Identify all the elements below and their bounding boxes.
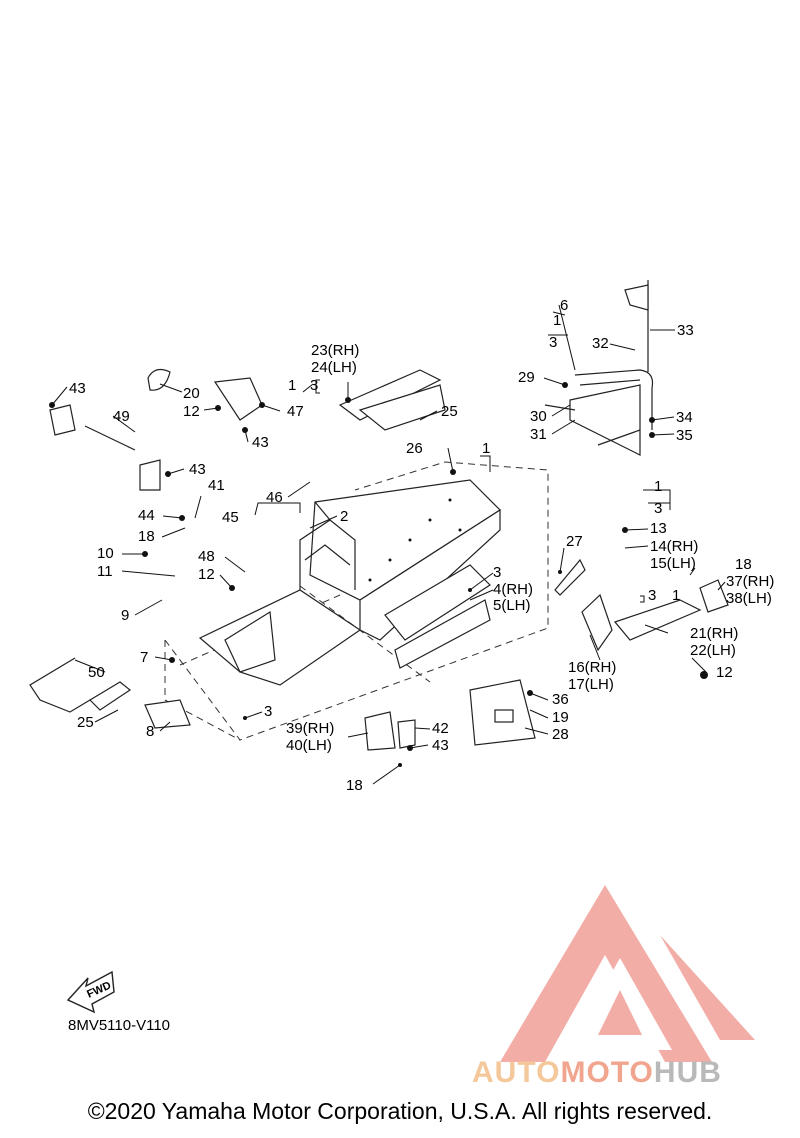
callout-32: 32	[592, 335, 609, 352]
callout-45: 45	[222, 509, 239, 526]
callout-3: 3	[264, 703, 272, 720]
callout-20: 20	[183, 385, 200, 402]
hardware	[49, 382, 708, 767]
footrest	[581, 593, 702, 652]
automotohub-logo	[500, 885, 755, 1062]
guard-27	[554, 558, 586, 596]
callout-25: 25	[77, 714, 94, 731]
callout-12: 12	[716, 664, 733, 681]
callout-10: 10	[97, 545, 114, 562]
callout-25: 25	[441, 403, 458, 420]
callout-37: 37(RH)	[726, 573, 774, 590]
steering-column	[49, 404, 161, 491]
callout-15: 15(LH)	[650, 555, 696, 572]
callout-46: 46	[266, 489, 283, 506]
bracket-8	[144, 699, 191, 729]
callout-43: 43	[252, 434, 269, 451]
callout-48: 48	[198, 548, 215, 565]
fwd-arrow-icon: FWD	[66, 970, 115, 1014]
callout-1: 1	[654, 478, 662, 495]
group-brackets	[315, 334, 670, 603]
callout-38: 38(LH)	[726, 590, 772, 607]
callout-35: 35	[676, 427, 693, 444]
callout-18: 18	[138, 528, 155, 545]
callout-26: 26	[406, 440, 423, 457]
callout-43: 43	[432, 737, 449, 754]
callout-12: 12	[198, 566, 215, 583]
callout-44: 44	[138, 507, 155, 524]
part-37	[699, 579, 729, 613]
callout-1: 1	[553, 312, 561, 329]
callout-34: 34	[676, 409, 693, 426]
running-board	[384, 564, 491, 669]
callout-47: 47	[287, 403, 304, 420]
callout-27: 27	[566, 533, 583, 550]
callout-40: 40(LH)	[286, 737, 332, 754]
callout-18: 18	[735, 556, 752, 573]
callout-1: 1	[288, 377, 296, 394]
callout-17: 17(LH)	[568, 676, 614, 693]
bracket-39	[364, 711, 416, 751]
callout-41: 41	[208, 477, 225, 494]
callout-43: 43	[189, 461, 206, 478]
callout-3: 3	[549, 334, 557, 351]
callout-36: 36	[552, 691, 569, 708]
callout-6: 6	[560, 297, 568, 314]
callout-5: 5(LH)	[493, 597, 531, 614]
callout-4: 4(RH)	[493, 581, 533, 598]
callout-13: 13	[650, 520, 667, 537]
callout-3: 3	[654, 500, 662, 517]
callout-3: 3	[493, 564, 501, 581]
callout-22: 22(LH)	[690, 642, 736, 659]
flag	[624, 280, 649, 372]
callout-18: 18	[346, 777, 363, 794]
callout-3: 3	[310, 377, 318, 394]
callout-12: 12	[183, 403, 200, 420]
callout-9: 9	[121, 607, 129, 624]
watermark-hub: HUB	[653, 1056, 722, 1089]
callout-23: 23(RH)	[311, 342, 359, 359]
cover-28	[469, 679, 536, 746]
diagram-code: 8MV5110-V110	[68, 1017, 171, 1034]
callout-8: 8	[146, 723, 154, 740]
callout-16: 16(RH)	[568, 659, 616, 676]
callout-1: 1	[482, 440, 490, 457]
watermark-auto: AUTO	[472, 1056, 561, 1089]
callout-14: 14(RH)	[650, 538, 698, 555]
callout-3: 3	[648, 587, 656, 604]
callout-39: 39(RH)	[286, 720, 334, 737]
callout-19: 19	[552, 709, 569, 726]
callout-49: 49	[113, 408, 130, 425]
callout-42: 42	[432, 720, 449, 737]
bracket-20	[147, 368, 263, 421]
callout-labels: 43 49 43 20 12 43 47 23(RH) 24(LH) 1 3 2…	[69, 297, 774, 794]
main-frame	[198, 479, 501, 686]
callout-11: 11	[97, 563, 113, 580]
callout-24: 24(LH)	[311, 359, 357, 376]
rear-bumper	[544, 369, 654, 456]
copyright-notice: ©2020 Yamaha Motor Corporation, U.S.A. A…	[87, 1098, 713, 1124]
watermark-moto: MOTO	[560, 1056, 654, 1089]
callout-50: 50	[88, 664, 105, 681]
callout-28: 28	[552, 726, 569, 743]
callout-31: 31	[530, 426, 547, 443]
seat-rail	[338, 369, 446, 431]
callout-43: 43	[69, 380, 86, 397]
callout-1: 1	[672, 587, 680, 604]
callout-29: 29	[518, 369, 535, 386]
callout-33: 33	[677, 322, 694, 339]
handle-50	[29, 657, 132, 713]
callout-30: 30	[530, 408, 547, 425]
callout-21: 21(RH)	[690, 625, 738, 642]
callout-7: 7	[140, 649, 148, 666]
callout-2: 2	[340, 508, 348, 525]
watermark-brand: AUTOMOTOHUB	[472, 1056, 722, 1090]
